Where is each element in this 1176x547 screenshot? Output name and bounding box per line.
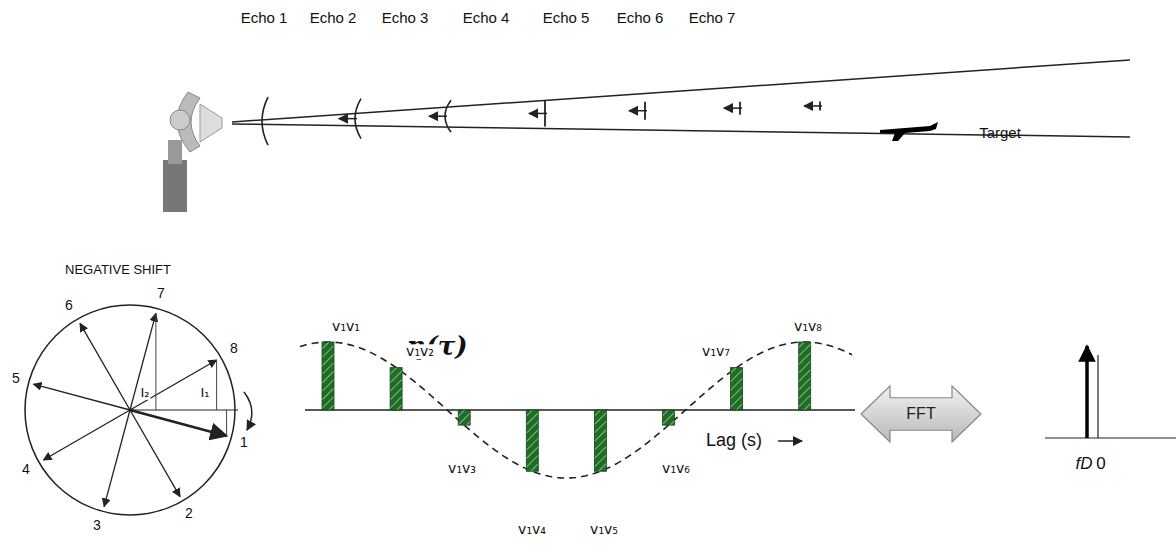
lag-arrow [778,440,802,442]
axis-label: Lag (s) [705,431,763,451]
product-label: v₁v₅ [589,522,619,537]
phasor-number: 6 [64,298,74,313]
phasor-number: 3 [92,518,102,533]
echo-label: Echo 6 [616,10,665,27]
echo-label: Echo 5 [542,10,591,27]
echo-label: Echo 4 [462,10,511,27]
target-aircraft [880,122,938,141]
beam-edge [232,60,1130,122]
product-label: v₁v₇ [701,344,731,359]
product-label: v₁v₃ [447,461,477,476]
echo-pulses [262,97,822,145]
phasor-number: 4 [21,462,31,477]
radar-antenna [163,92,222,212]
phasor-number: 1 [239,435,249,450]
echo-label: Echo 7 [688,10,737,27]
product-label: v₁v₄ [517,522,547,537]
spectrum-plot [1045,346,1176,438]
frequency-label: fD [1075,455,1094,474]
echo-label: Echo 3 [381,10,430,27]
frequency-label: 0 [1095,455,1106,474]
product-label: v₁v₁ [331,319,361,334]
echo-label: Echo 2 [309,10,358,27]
product-label: v₁v₂ [405,344,435,359]
echo-label: Echo 1 [240,10,289,27]
phasor-diagram [25,305,252,515]
phasor-number: 5 [11,371,21,386]
phasor-number: 2 [184,506,194,521]
product-label: v₁v₈ [793,319,823,334]
component-label: I₁ [199,386,210,400]
product-label: v₁v₆ [661,461,691,476]
transform-arrow: FFT [860,385,982,443]
phasor-number: 7 [156,286,166,301]
caption-label: NEGATIVE SHIFT [64,263,172,277]
phasor-number: 8 [229,341,239,356]
node-label: FFT [906,405,935,423]
correlation-bars [300,342,855,478]
target-label: Target [978,125,1022,142]
component-label: I₂ [139,386,150,400]
